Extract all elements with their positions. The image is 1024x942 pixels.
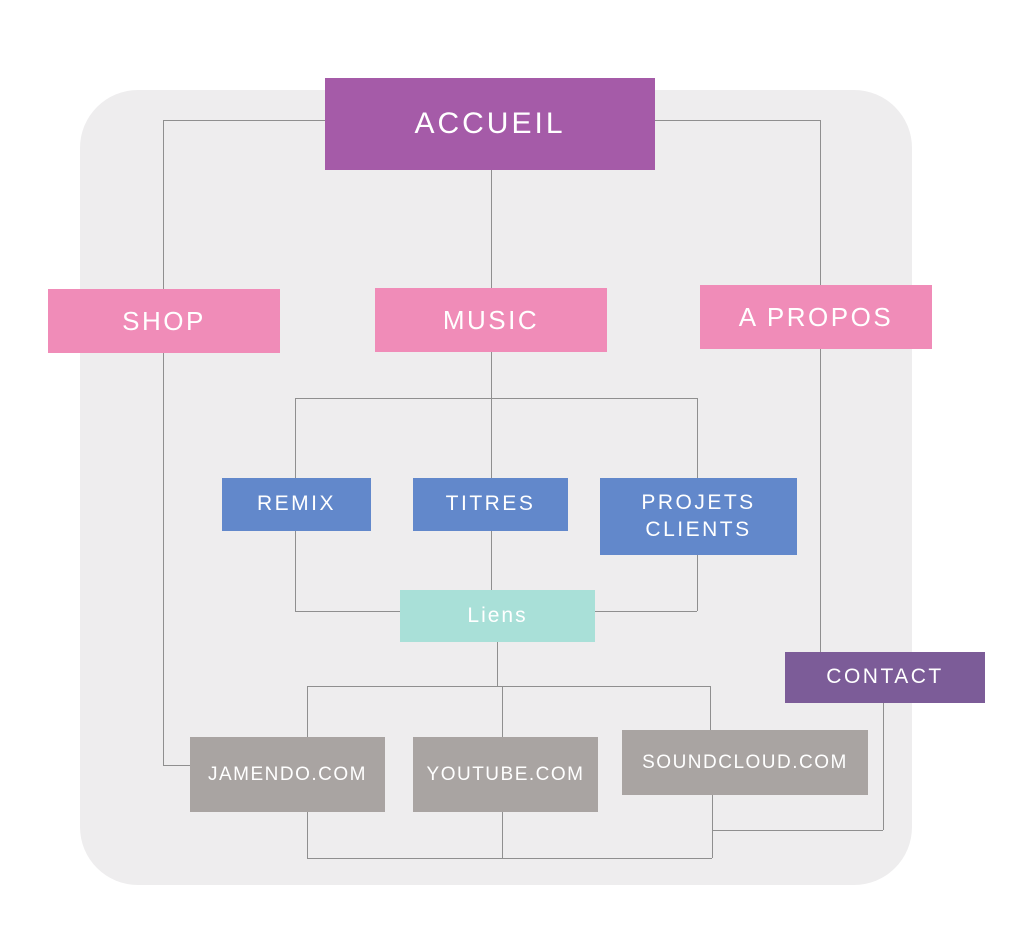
connector-to-jamendo (307, 686, 308, 737)
connector-apropos-to-contact (820, 349, 821, 652)
connector-into-jamendo (163, 765, 191, 766)
node-remix: REMIX (222, 478, 371, 531)
node-soundcloud-label: SOUNDCLOUD.COM (642, 751, 848, 773)
connector-bottom-to-contact (712, 830, 883, 831)
node-youtube-label: YOUTUBE.COM (426, 763, 585, 785)
connector-contact-down (883, 703, 884, 830)
node-accueil: ACCUEIL (325, 78, 655, 170)
connector-left-trunk-shop-jamendo (163, 120, 164, 765)
node-youtube: YOUTUBE.COM (413, 737, 598, 812)
connector-jamendo-down (307, 812, 308, 858)
node-projets-clients-label: PROJETS CLIENTS (641, 491, 756, 541)
node-contact-label: CONTACT (826, 665, 944, 689)
connector-to-soundcloud (710, 686, 711, 730)
connector-liens-children-bracket (307, 686, 710, 687)
node-soundcloud: SOUNDCLOUD.COM (622, 730, 868, 795)
node-remix-label: REMIX (256, 492, 336, 516)
connector-titres-to-liens (491, 531, 492, 590)
node-a-propos: A PROPOS (700, 285, 932, 349)
node-titres: TITRES (413, 478, 568, 531)
node-jamendo: JAMENDO.COM (190, 737, 385, 812)
connector-music-children-bracket (295, 398, 697, 399)
node-music: MUSIC (375, 288, 607, 352)
node-contact: CONTACT (785, 652, 985, 703)
connector-accueil-left-wing (163, 120, 325, 121)
node-shop-label: SHOP (122, 305, 206, 336)
node-a-propos-label: A PROPOS (738, 301, 894, 332)
connector-remix-to-liens (295, 611, 400, 612)
node-titres-label: TITRES (445, 492, 536, 516)
connector-to-remix (295, 398, 296, 478)
connector-to-projets (697, 398, 698, 478)
node-jamendo-label: JAMENDO.COM (208, 763, 367, 785)
connector-liens-down (497, 642, 498, 686)
connector-accueil-right-wing (655, 120, 820, 121)
connector-remix-down (295, 531, 296, 611)
connector-soundcloud-down (712, 795, 713, 858)
connector-to-youtube (502, 686, 503, 737)
connector-to-titres (491, 398, 492, 478)
connector-bottom-bracket (307, 858, 712, 859)
node-liens: Liens (400, 590, 595, 642)
connector-music-down (491, 352, 492, 398)
connector-projets-down (697, 554, 698, 611)
node-shop: SHOP (48, 289, 280, 353)
node-music-label: MUSIC (442, 304, 540, 335)
node-projets-clients: PROJETS CLIENTS (600, 478, 797, 555)
connector-youtube-down (502, 812, 503, 858)
connector-projets-to-liens (595, 611, 697, 612)
connector-accueil-to-apropos (820, 120, 821, 285)
node-accueil-label: ACCUEIL (414, 107, 566, 141)
connector-accueil-to-music (491, 170, 492, 288)
node-liens-label: Liens (467, 603, 528, 627)
